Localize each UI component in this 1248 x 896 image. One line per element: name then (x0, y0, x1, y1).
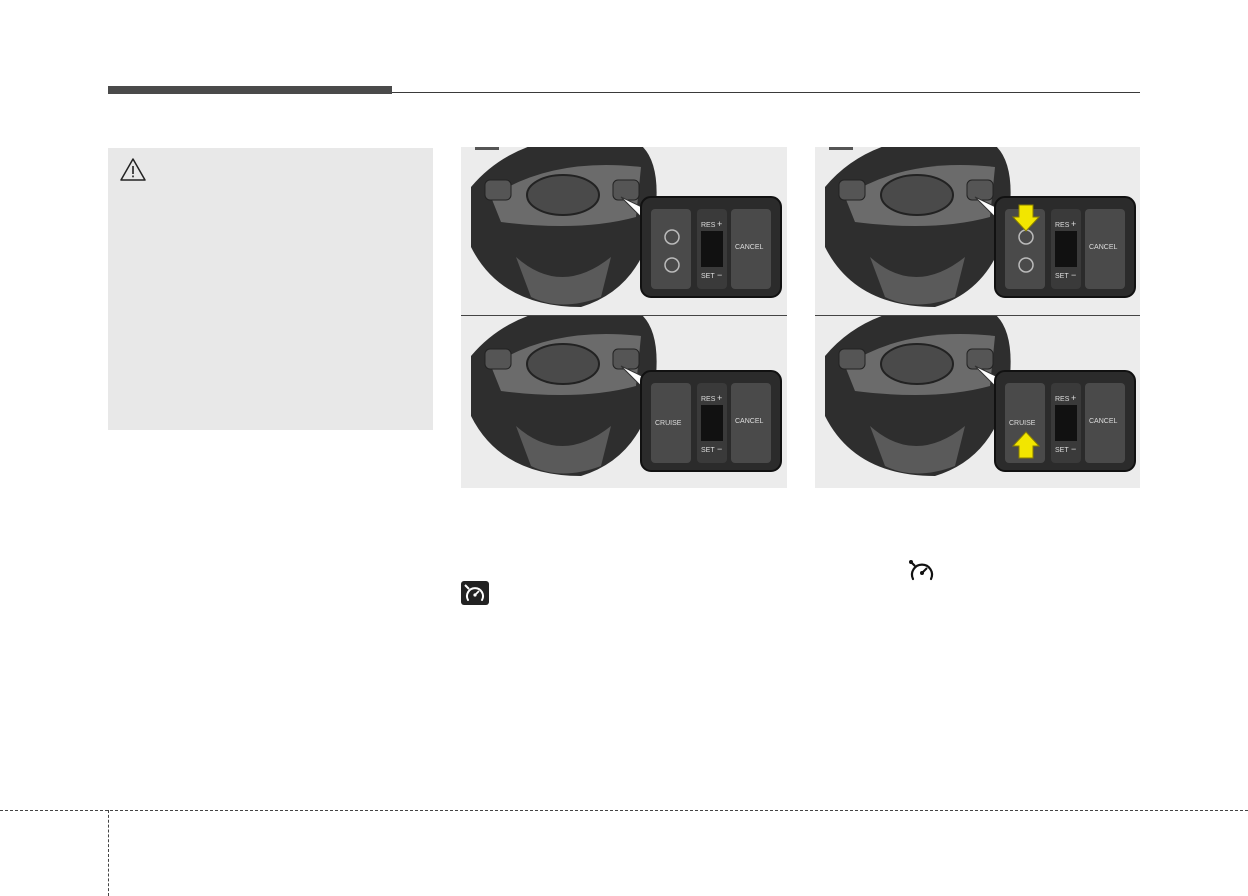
warning-triangle-icon (120, 158, 146, 181)
up-arrow-icon (1011, 431, 1041, 459)
set-label: SET (1055, 273, 1069, 280)
down-arrow-icon (1011, 204, 1041, 232)
header-bar-thick (108, 86, 392, 94)
speedometer-icon (664, 257, 680, 273)
minus-label: − (717, 270, 722, 280)
cancel-label: CANCEL (735, 418, 764, 425)
cruise-speedometer-icon (909, 560, 934, 581)
minus-label: − (1071, 270, 1076, 280)
plus-label: + (717, 219, 722, 229)
illustration-bottom-right: CRUISE RES + SET − CANCEL (815, 316, 1140, 488)
illustration-bottom-left: CRUISE RES + SET − CANCEL (461, 316, 787, 488)
plus-label: + (717, 393, 722, 403)
cancel-label: CANCEL (735, 244, 764, 251)
illustration-top-right: RES + SET − CANCEL (815, 147, 1140, 315)
set-label: SET (701, 447, 715, 454)
cancel-label: CANCEL (1089, 244, 1118, 251)
res-label: RES (1055, 222, 1070, 229)
warning-box (108, 148, 433, 430)
header-rule (392, 92, 1140, 93)
plus-label: + (1071, 219, 1076, 229)
speedometer-icon (1018, 257, 1034, 273)
minus-label: − (717, 444, 722, 454)
cruise-speedometer-icon (461, 581, 489, 605)
res-label: RES (701, 396, 716, 403)
set-label: SET (1055, 447, 1069, 454)
footer-dashed-divider (108, 810, 109, 896)
res-label: RES (1055, 396, 1070, 403)
speedometer-icon (664, 229, 680, 245)
illustration-top-left: RES + SET − CANCEL (461, 147, 787, 315)
plus-label: + (1071, 393, 1076, 403)
cruise-label: CRUISE (655, 420, 682, 427)
cancel-label: CANCEL (1089, 418, 1118, 425)
footer-dashed-rule (0, 810, 1248, 811)
minus-label: − (1071, 444, 1076, 454)
set-label: SET (701, 273, 715, 280)
cruise-label: CRUISE (1009, 420, 1036, 427)
res-label: RES (701, 222, 716, 229)
